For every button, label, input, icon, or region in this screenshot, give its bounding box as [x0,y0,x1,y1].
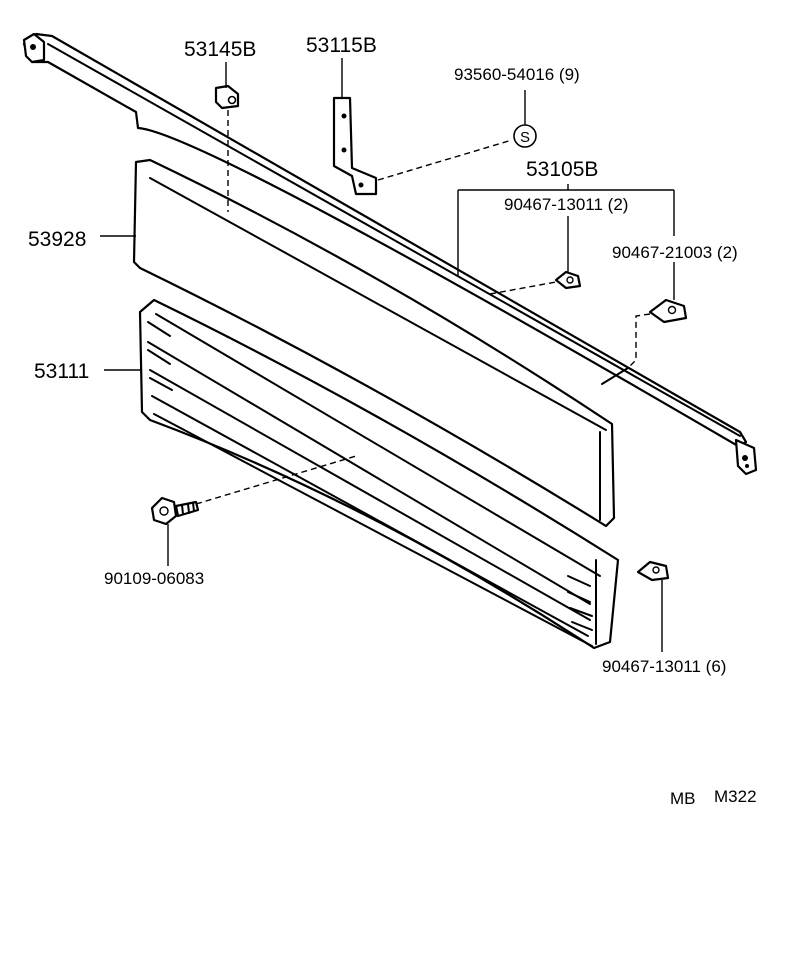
clip-90467-21003 [648,298,688,324]
label-53115b: 53115B [306,34,377,57]
leader-lines [100,58,675,652]
label-53105b: 53105B [526,158,598,181]
clip-90467-13011-lower [636,560,670,582]
label-90467-21003: 90467-21003 (2) [612,243,738,262]
s-marker-label: S [520,129,530,146]
grille-53111 [138,298,620,650]
label-90467-13011-lower: 90467-13011 (6) [602,657,726,676]
bolt-90109-06083 [150,496,200,526]
footer-code: M322 [714,787,757,806]
upper-molding-53105b [22,32,758,476]
assembly-lines [195,110,651,505]
label-53111: 53111 [34,360,89,383]
label-90467-13011-upper: 90467-13011 (2) [504,195,628,214]
center-panel-53928 [132,158,616,528]
footer-code-prefix: MB [670,789,696,808]
label-93560-54016: 93560-54016 (9) [454,65,580,84]
label-53145b: 53145B [184,38,256,61]
bracket-53115b [332,96,378,196]
clip-53145b [214,84,240,110]
clip-90467-13011-upper [554,270,582,290]
label-53928: 53928 [28,228,86,251]
s-marker-icon: S [513,124,537,148]
label-90109-06083: 90109-06083 [104,569,204,588]
